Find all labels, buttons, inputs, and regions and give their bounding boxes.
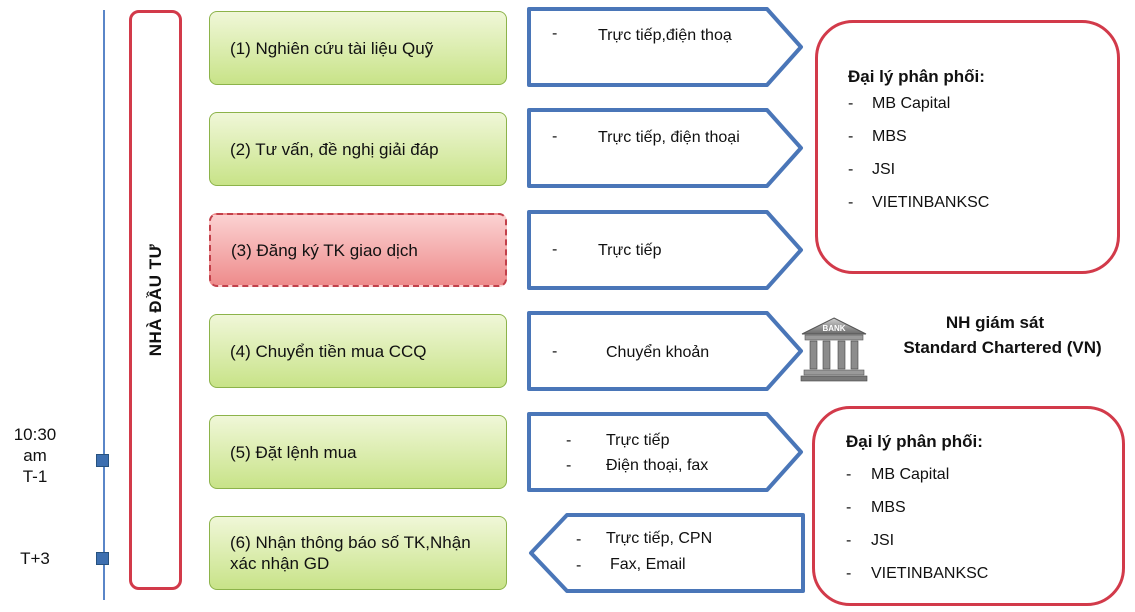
distributor-2-dash-2: - bbox=[846, 499, 852, 516]
distributor-2-title: Đại lý phân phối: bbox=[846, 432, 983, 451]
channel-1-text: Trực tiếp,điện thoạ bbox=[598, 27, 732, 44]
timeline-line bbox=[103, 10, 105, 600]
channel-arrow-1 bbox=[527, 7, 803, 87]
distributor-1-item-4: VIETINBANKSC bbox=[872, 194, 990, 211]
timeline-marker-t+3 bbox=[96, 552, 109, 565]
distributor-2-item-4: VIETINBANKSC bbox=[871, 565, 989, 582]
step-6-label: (6) Nhận thông báo số TK,Nhận xác nhận G… bbox=[230, 533, 471, 573]
bank-line-1: NH giám sát bbox=[945, 313, 1045, 332]
distributor-2-dash-1: - bbox=[846, 466, 852, 483]
bank-line-2: Standard Chartered (VN) bbox=[903, 338, 1102, 357]
channel-5-dash-2: - bbox=[566, 457, 572, 474]
step-2-consult: (2) Tư vấn, đề nghị giải đáp bbox=[209, 112, 507, 186]
channel-4-text: Chuyển khoản bbox=[606, 344, 710, 361]
investor-label: NHÀ ĐẦU TƯ bbox=[145, 243, 165, 357]
step-1-label: (1) Nghiên cứu tài liệu Quỹ bbox=[230, 38, 434, 58]
distributor-1-item-1: MB Capital bbox=[872, 95, 951, 112]
channel-arrow-6 bbox=[529, 513, 805, 593]
channel-3-dash: - bbox=[552, 241, 558, 258]
channel-arrow-4 bbox=[527, 311, 803, 391]
step-4-transfer-money: (4) Chuyển tiền mua CCQ bbox=[209, 314, 507, 388]
channel-arrow-5 bbox=[527, 412, 803, 492]
timeline-label-t-1: 10:30 am T-1 bbox=[13, 425, 57, 486]
step-3-label: (3) Đăng ký TK giao dịch bbox=[231, 240, 418, 260]
distributor-1-item-2: MBS bbox=[872, 128, 907, 145]
distributor-1-dash-1: - bbox=[848, 95, 854, 112]
bank-icon: BANK bbox=[800, 317, 868, 382]
distributor-box-1 bbox=[815, 20, 1120, 274]
channel-2-text: Trực tiếp, điện thoại bbox=[598, 129, 740, 146]
step-3-register-account: (3) Đăng ký TK giao dịch bbox=[209, 213, 507, 287]
distributor-2-item-3: JSI bbox=[871, 532, 895, 549]
timeline-marker-t-1 bbox=[96, 454, 109, 467]
channel-2-dash: - bbox=[552, 128, 558, 145]
distributor-1-item-3: JSI bbox=[872, 161, 896, 178]
channel-3-text: Trực tiếp bbox=[598, 242, 662, 259]
channel-5-dash-1: - bbox=[566, 432, 572, 449]
channel-6-dash-2: - bbox=[576, 557, 582, 574]
channel-6-text-2: Fax, Email bbox=[610, 556, 686, 573]
step-5-label: (5) Đặt lệnh mua bbox=[230, 442, 357, 462]
distributor-2-item-1: MB Capital bbox=[871, 466, 950, 483]
distributor-box-2 bbox=[812, 406, 1125, 606]
distributor-2-dash-3: - bbox=[846, 532, 852, 549]
investor-box: NHÀ ĐẦU TƯ bbox=[129, 10, 182, 590]
channel-6-dash-1: - bbox=[576, 531, 582, 548]
bank-icon-label: BANK bbox=[822, 324, 845, 333]
step-2-label: (2) Tư vấn, đề nghị giải đáp bbox=[230, 139, 439, 159]
distributor-2-item-2: MBS bbox=[871, 499, 906, 516]
distributor-1-dash-3: - bbox=[848, 161, 854, 178]
timeline-label-t+3: T+3 bbox=[20, 549, 50, 568]
distributor-1-dash-4: - bbox=[848, 194, 854, 211]
distributor-2-dash-4: - bbox=[846, 565, 852, 582]
step-4-label: (4) Chuyển tiền mua CCQ bbox=[230, 341, 427, 361]
step-1-research: (1) Nghiên cứu tài liệu Quỹ bbox=[209, 11, 507, 85]
channel-4-dash: - bbox=[552, 343, 558, 360]
channel-arrow-2 bbox=[527, 108, 803, 188]
step-6-receive-confirmation: (6) Nhận thông báo số TK,Nhận xác nhận G… bbox=[209, 516, 507, 590]
channel-arrow-3 bbox=[527, 210, 803, 290]
step-5-place-order: (5) Đặt lệnh mua bbox=[209, 415, 507, 489]
channel-5-text-2: Điện thoại, fax bbox=[606, 457, 709, 474]
channel-6-text-1: Trực tiếp, CPN bbox=[606, 530, 713, 547]
distributor-1-title: Đại lý phân phối: bbox=[848, 67, 985, 86]
distributor-1-dash-2: - bbox=[848, 128, 854, 145]
channel-5-text-1: Trực tiếp bbox=[606, 432, 670, 449]
channel-1-dash: - bbox=[552, 25, 558, 42]
